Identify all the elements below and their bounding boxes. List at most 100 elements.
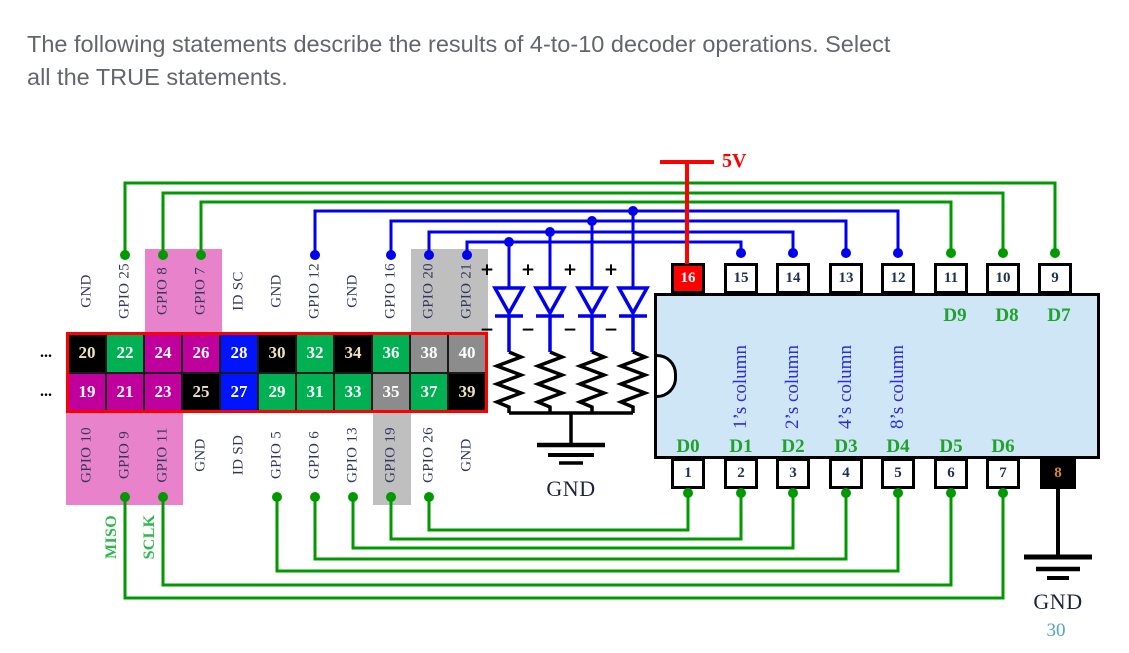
header-pin-32: 32 — [297, 335, 333, 372]
header-bottom-label-gnd2: GND — [458, 438, 475, 472]
column-label-2s: 2’s column — [782, 345, 803, 429]
d4-label: D4 — [886, 436, 910, 457]
chip-pin-9: 9 — [1038, 263, 1072, 294]
header-pin-38: 38 — [411, 335, 447, 372]
chip-pin-12: 12 — [881, 263, 915, 294]
chip-pin-5: 5 — [881, 458, 915, 489]
miso-label: MISO — [103, 515, 120, 559]
highlight-gpio20-gpio21 — [411, 249, 488, 333]
led-gnd-label: GND — [546, 476, 596, 501]
header-pin-24: 24 — [145, 335, 181, 372]
header-bottom-label-gpio6: GPIO 6 — [306, 430, 323, 480]
chip-pin-16: 16 — [671, 263, 705, 294]
header-bottom-label-gpio11: GPIO 11 — [154, 427, 171, 483]
header-bottom-label-gpio26: GPIO 26 — [420, 427, 437, 483]
d0-label: D0 — [676, 436, 700, 457]
led3-plus-sign: + — [562, 260, 578, 280]
header-top-label-gnd2: GND — [268, 274, 285, 308]
header-pin-29: 29 — [259, 373, 295, 410]
d8-label: D8 — [995, 305, 1019, 326]
header-pin-22: 22 — [107, 335, 143, 372]
header-top-label-gpio7: GPIO 7 — [192, 266, 209, 316]
blue-wire-junction-dots — [310, 206, 903, 260]
header-pin-26: 26 — [183, 335, 219, 372]
led1-minus-sign: − — [479, 320, 495, 340]
header-top-label-gpio21: GPIO 21 — [458, 263, 475, 319]
header-pin-37: 37 — [411, 373, 447, 410]
chip-pin-4: 4 — [829, 458, 863, 489]
chip-pin-15: 15 — [724, 263, 758, 294]
chip-pin-2: 2 — [724, 458, 758, 489]
d6-label: D6 — [991, 436, 1015, 457]
header-pin-19: 19 — [69, 373, 105, 410]
chip-pin-11: 11 — [934, 263, 968, 294]
header-top-label-gnd3: GND — [344, 274, 361, 308]
header-pin-33: 33 — [335, 373, 371, 410]
header-bottom-label-gpio10: GPIO 10 — [78, 427, 95, 483]
decoder-chip-body — [654, 293, 1100, 459]
header-top-label-gpio16: GPIO 16 — [382, 263, 399, 319]
header-top-label-gpio8: GPIO 8 — [154, 266, 171, 316]
d1-label: D1 — [729, 436, 753, 457]
header-top-label-gnd: GND — [78, 274, 95, 308]
led1-plus-sign: + — [479, 260, 495, 280]
header-pin-36: 36 — [373, 335, 409, 372]
resistor-symbols — [492, 350, 650, 444]
header-pin-40: 40 — [449, 335, 485, 372]
header-pin-28: 28 — [221, 335, 257, 372]
d2-label: D2 — [781, 436, 805, 457]
column-label-4s: 4’s column — [835, 345, 856, 429]
d5-label: D5 — [939, 436, 963, 457]
question-line-2: all the TRUE statements. — [27, 64, 288, 90]
header-bottom-label-gpio5: GPIO 5 — [268, 430, 285, 480]
led3-minus-sign: − — [562, 320, 578, 340]
gpio-header-table: 20 22 24 26 28 30 32 34 36 38 40 19 21 2… — [66, 332, 488, 413]
chip-pin-7: 7 — [986, 458, 1020, 489]
supply-5v-symbol — [660, 160, 714, 264]
header-top-label-gpio25: GPIO 25 — [116, 263, 133, 319]
led-ground-symbol — [537, 442, 605, 465]
sclk-label: SCLK — [141, 514, 158, 560]
header-row-ellipsis-bottom: ... — [40, 383, 52, 400]
header-pin-25: 25 — [183, 373, 219, 410]
column-label-1s: 1’s column — [730, 345, 751, 429]
header-pin-27: 27 — [221, 373, 257, 410]
header-bottom-label-gpio13: GPIO 13 — [344, 427, 361, 483]
chip-gnd-label: GND — [1033, 589, 1083, 614]
highlight-gpio8-gpio7 — [145, 249, 222, 333]
green-wire-junction-dots-top — [120, 248, 1060, 260]
green-input-wires-top — [123, 181, 1057, 255]
header-bottom-label-gpio9: GPIO 9 — [116, 430, 133, 480]
header-pin-34: 34 — [335, 335, 371, 372]
chip-ground-symbol — [1024, 489, 1092, 580]
chip-pin-10: 10 — [986, 263, 1020, 294]
header-bottom-label-idsd: ID SD — [230, 434, 247, 476]
d3-label: D3 — [834, 436, 858, 457]
chip-pin-8: 8 — [1040, 458, 1076, 489]
supply-5v-label: 5V — [722, 150, 747, 172]
header-bottom-label-gnd: GND — [192, 438, 209, 472]
header-bottom-label-gpio19: GPIO 19 — [382, 427, 399, 483]
chip-pin-14: 14 — [776, 263, 810, 294]
page-number: 30 — [1046, 620, 1066, 641]
header-pin-35: 35 — [373, 373, 409, 410]
header-pin-31: 31 — [297, 373, 333, 410]
header-top-label-gpio12: GPIO 12 — [306, 263, 323, 319]
chip-pin-1: 1 — [671, 458, 705, 489]
header-top-label-idsc: ID SC — [230, 271, 247, 311]
highlight-gpio19 — [373, 413, 411, 505]
d9-label: D9 — [943, 305, 967, 326]
chip-pin-13: 13 — [829, 263, 863, 294]
column-label-8s: 8’s column — [887, 345, 908, 429]
question-line-1: The following statements describe the re… — [27, 31, 891, 57]
header-pin-21: 21 — [107, 373, 143, 410]
header-pin-39: 39 — [449, 373, 485, 410]
chip-pin-6: 6 — [934, 458, 968, 489]
header-top-label-gpio20: GPIO 20 — [420, 263, 437, 319]
question-text: The following statements describe the re… — [27, 28, 1102, 94]
highlight-gpio10-9-11 — [66, 413, 183, 505]
header-pin-20: 20 — [69, 335, 105, 372]
led4-minus-sign: − — [603, 320, 619, 340]
led2-plus-sign: + — [520, 260, 536, 280]
